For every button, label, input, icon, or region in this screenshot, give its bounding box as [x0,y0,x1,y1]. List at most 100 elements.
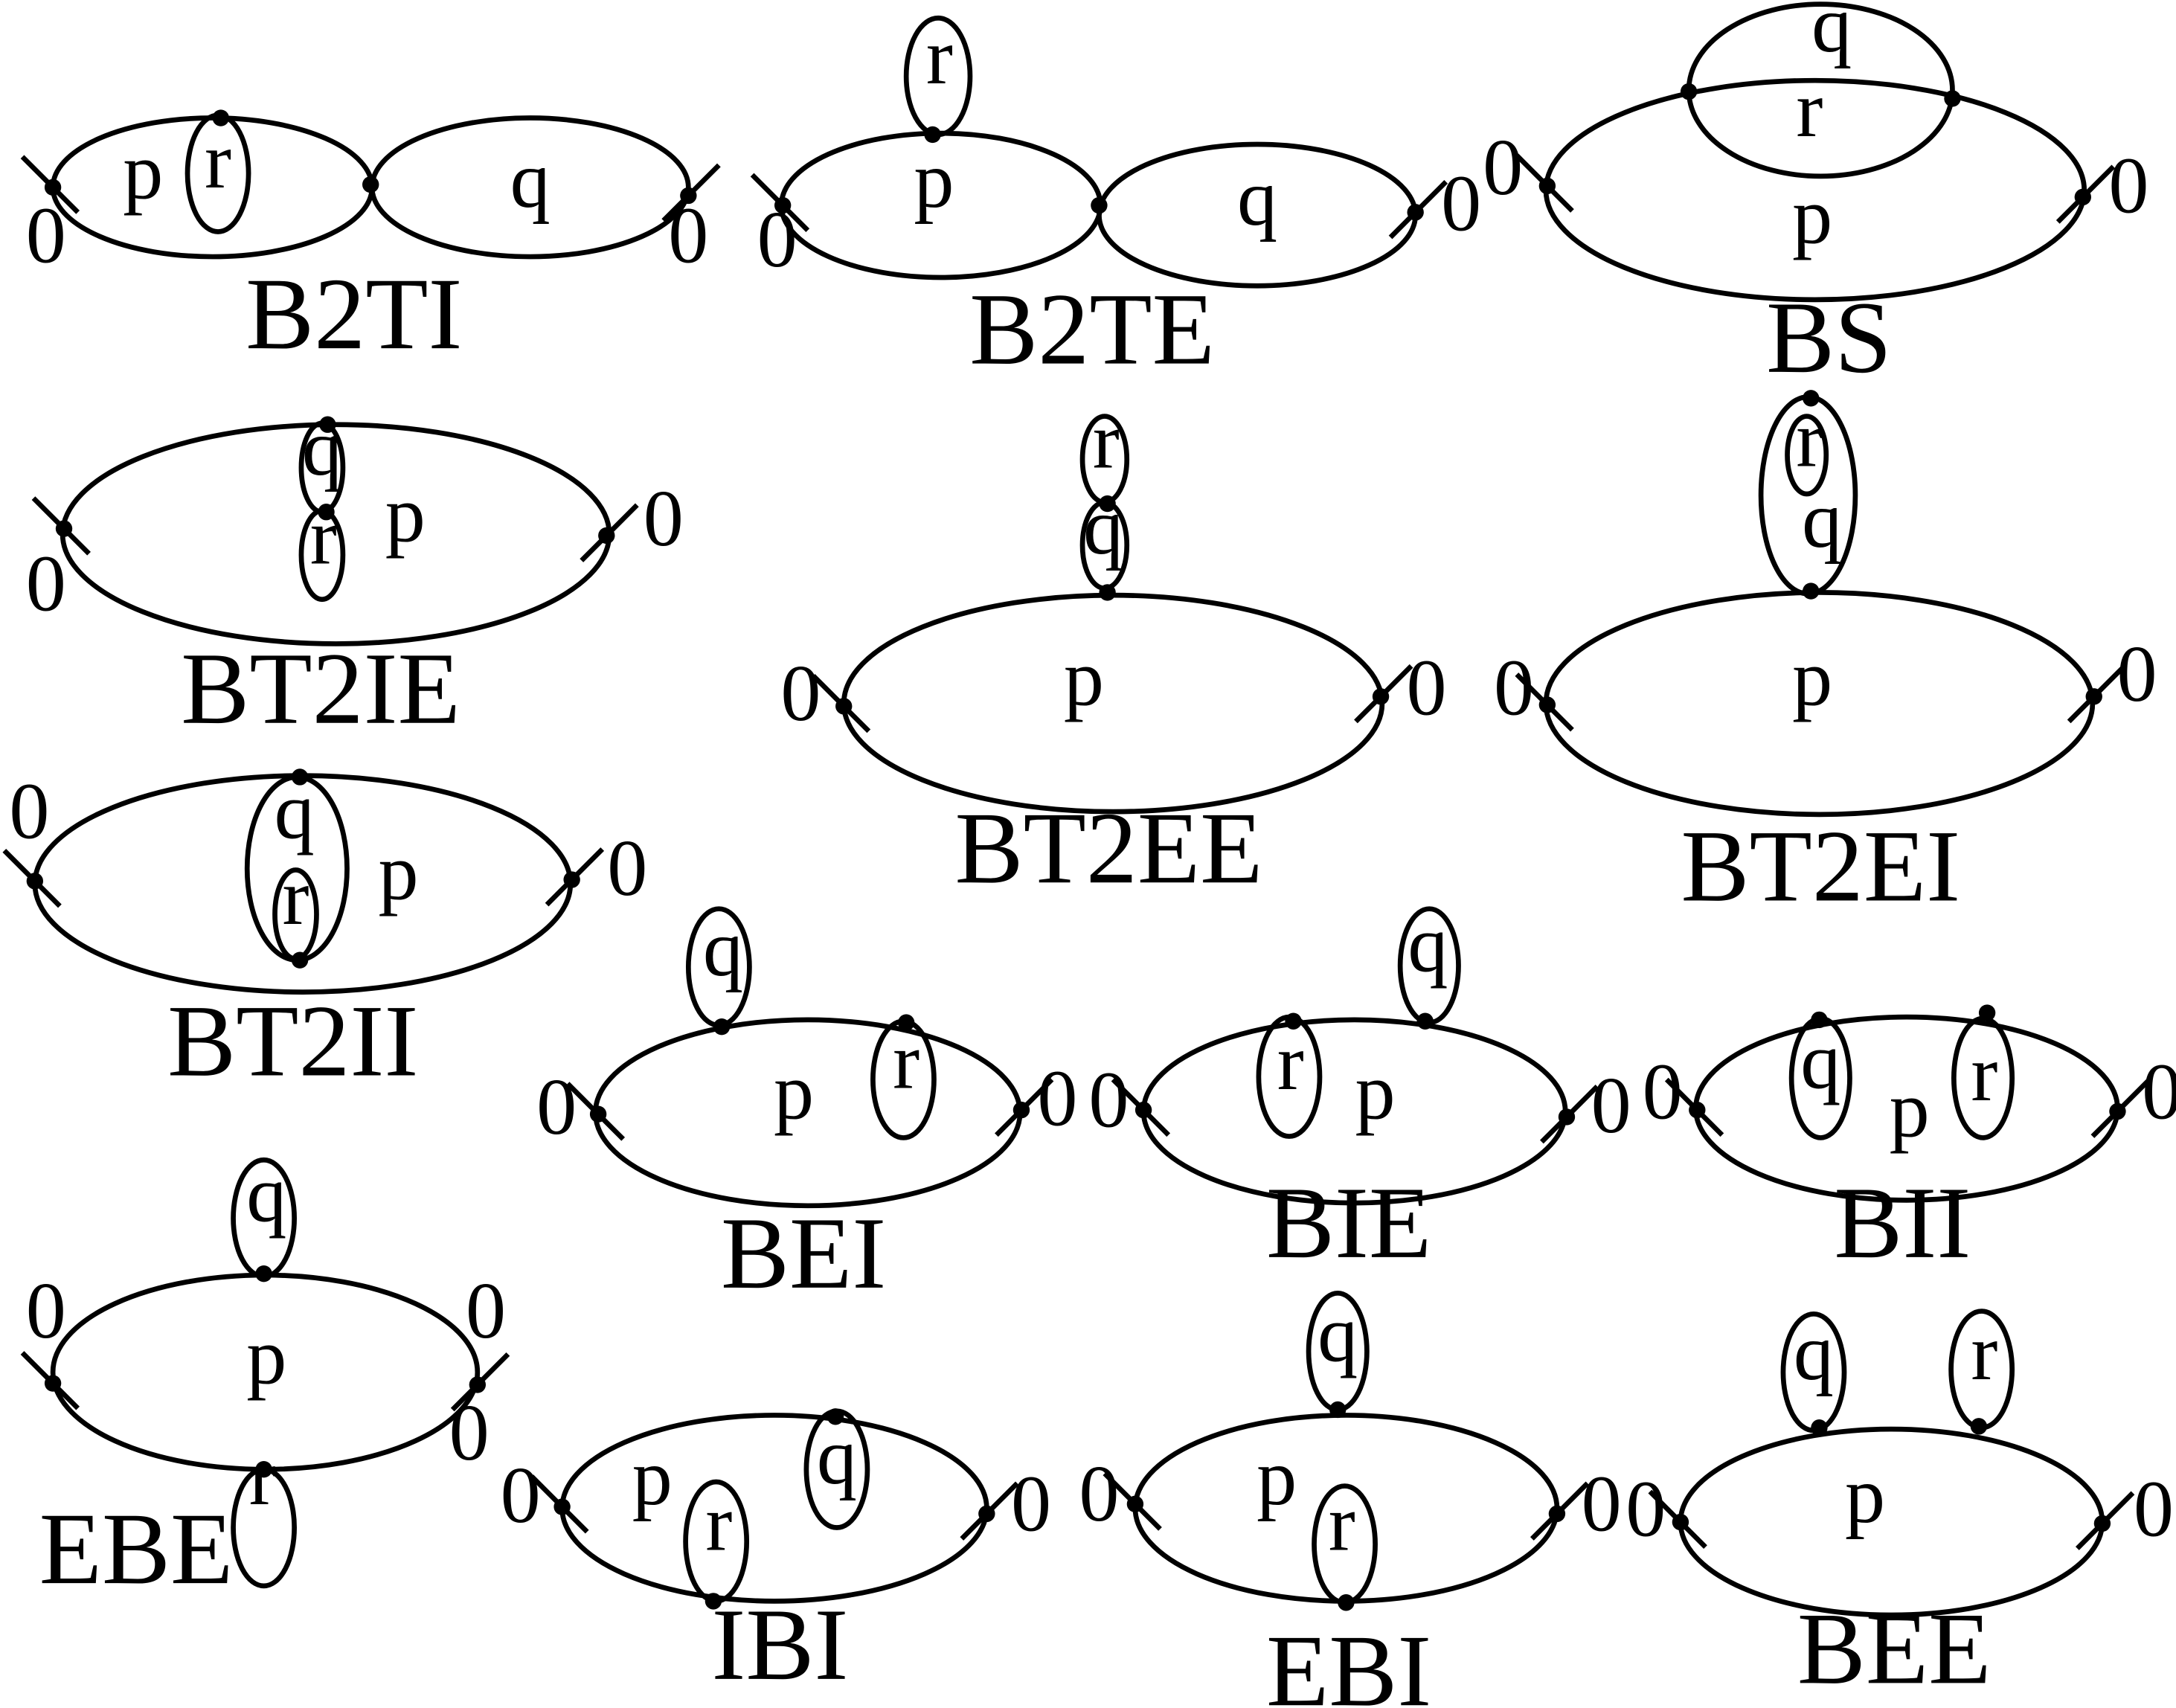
diagram-title: B2TE [969,272,1215,386]
momentum-label: p [1257,1434,1297,1522]
momentum-label: p [1792,634,1832,722]
momentum-label: q [302,404,342,492]
vertex-dot [553,1498,571,1515]
vertex-dot [897,1014,915,1031]
momentum-label: q [1811,0,1852,69]
vertex-dot [1538,177,1556,195]
vertex-dot [2074,188,2092,206]
diagram-title: BT2EI [1681,809,1960,922]
vertex-dot [1689,1101,1706,1119]
momentum-label: 0 [2117,630,2157,719]
momentum-label: 0 [1625,1465,1666,1554]
vertex-dot [1978,1004,1996,1021]
vertex-dot [2085,688,2102,705]
vertex-dot [589,1105,607,1123]
vertex-dot [1803,582,1820,600]
vertex-dot [705,1593,722,1610]
momentum-label: r [282,853,309,942]
vertex-dot [1099,584,1116,601]
diagram-title: BS [1766,280,1892,394]
momentum-label: r [705,1479,732,1567]
momentum-label: 0 [9,768,49,856]
momentum-label: 0 [1407,644,1447,733]
vertex-dot [291,768,309,786]
momentum-label: r [1971,1309,1997,1397]
momentum-label: 0 [1079,1450,1119,1538]
vertex-dot [598,527,615,545]
momentum-label: q [817,1413,857,1501]
momentum-label: p [1064,634,1104,722]
momentum-label: 0 [1011,1460,1051,1548]
momentum-label: 0 [644,475,684,563]
vertex-dot [1680,83,1698,100]
momentum-label: p [1890,1066,1930,1155]
vertex-dot [924,126,941,144]
momentum-label: 0 [757,196,797,284]
propagator-loop [559,1413,989,1604]
vertex-dot [827,1408,844,1425]
propagator-loop [1678,1426,2105,1618]
vertex-dot [469,1376,487,1393]
momentum-label: p [385,470,426,559]
momentum-label: p [632,1434,673,1522]
vertex-dot [362,176,379,193]
momentum-label: 0 [1591,1062,1631,1150]
momentum-label: q [703,905,743,993]
vertex-dot [1970,1418,1988,1435]
momentum-label: 0 [1088,1056,1129,1145]
momentum-label: r [1329,1479,1355,1567]
vertex-dot [1134,1101,1152,1119]
momentum-label: p [1792,172,1832,260]
momentum-label: r [1796,65,1823,154]
vertex-dot [1407,204,1424,221]
diagram-title: BII [1834,1166,1971,1280]
vertex-dot [44,179,62,196]
vertex-dot [1672,1513,1689,1531]
momentum-label: 0 [2108,141,2148,230]
vertex-dot [1099,495,1116,513]
vertex-dot [1558,1108,1576,1126]
diagram-title: BT2IE [181,632,460,745]
diagram-title: EBE [39,1492,234,1605]
momentum-label: p [774,1047,814,1136]
momentum-label: p [914,136,954,225]
momentum-label: 0 [466,1267,506,1355]
momentum-label: q [1083,483,1123,571]
momentum-label: 0 [1643,1047,1683,1136]
vertex-dot [1944,90,1961,107]
vertex-dot [291,951,309,969]
momentum-label: p [378,829,418,917]
momentum-label: r [1796,396,1823,484]
propagator-loop [841,592,1385,815]
momentum-label: q [275,768,315,856]
vertex-dot [1372,688,1390,705]
diagram-title: BEI [721,1196,886,1310]
diagram-title: BT2EE [954,791,1262,905]
vertex-dot [1548,1505,1566,1523]
diagram-title: BEE [1797,1591,1992,1705]
momentum-label: 0 [26,1267,66,1355]
momentum-label: 0 [449,1389,490,1477]
momentum-label: q [510,136,551,225]
vertex-dot [1803,390,1820,407]
momentum-label: q [1237,154,1277,243]
diagram-title: IBI [711,1587,848,1701]
vertex-dot [1285,1012,1302,1030]
propagator-loop [1785,414,1829,497]
vertex-dot [255,1461,272,1478]
momentum-label: 0 [1441,160,1481,248]
momentum-label: 0 [607,824,647,913]
momentum-label: q [1802,476,1842,565]
momentum-label: r [893,1017,919,1105]
momentum-label: p [1845,1451,1885,1540]
